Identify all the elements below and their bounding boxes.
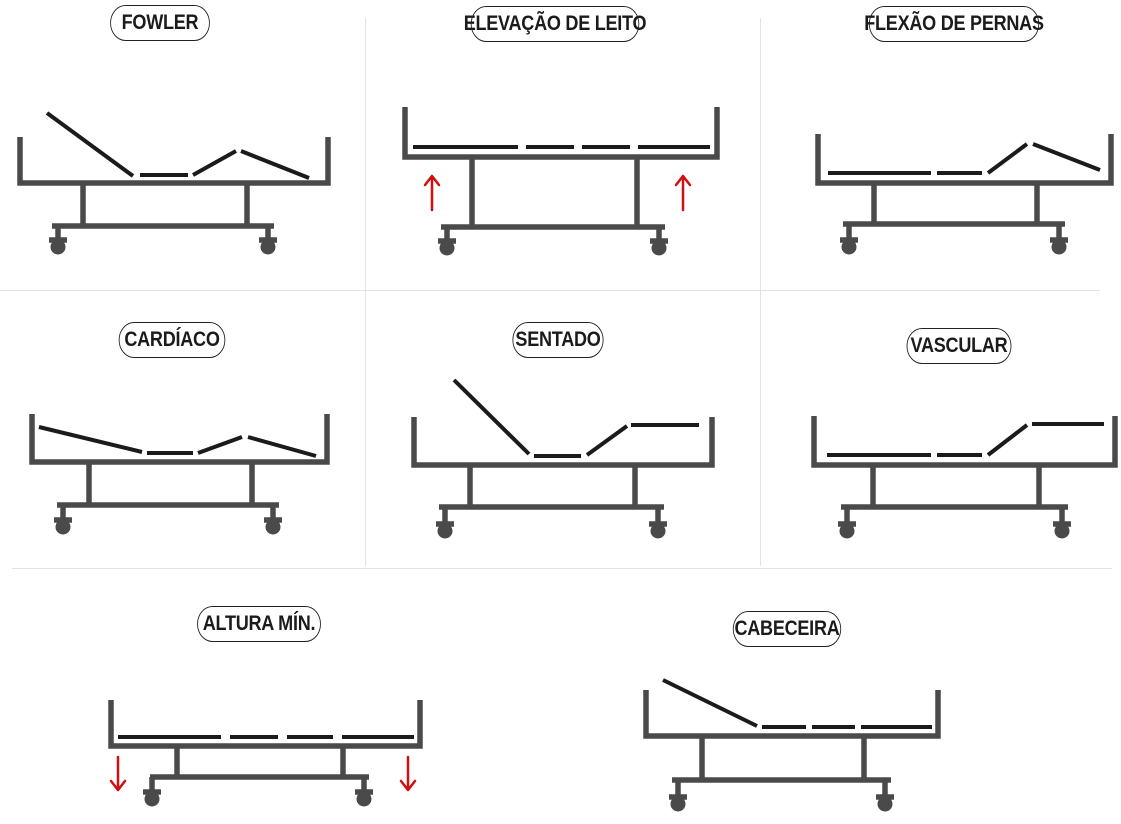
label-elevacao-de-leito: ELEVAÇÃO DE LEITO — [464, 6, 647, 42]
bed-frame — [411, 417, 715, 468]
mattress-segment — [240, 149, 310, 180]
wheel — [839, 523, 855, 539]
mattress-segment — [986, 142, 1029, 175]
bed-elevacao-de-leito — [402, 107, 720, 256]
label-vascular: VASCULAR — [906, 328, 1012, 364]
mattress-segment — [1032, 142, 1101, 172]
bed-fowler — [17, 111, 331, 255]
arrow-down-icon — [109, 755, 127, 792]
wheel — [356, 791, 372, 807]
mattress-segment — [247, 435, 317, 458]
mattress-segment — [192, 149, 237, 177]
label-sentado: SENTADO — [512, 322, 604, 358]
bed-frame — [402, 107, 720, 160]
wheel — [877, 796, 893, 812]
wheel — [439, 240, 455, 256]
label-altura-min: ALTURA MÍN. — [197, 606, 321, 642]
bed-frame — [811, 416, 1118, 468]
wheel — [841, 239, 857, 255]
bed-frame — [29, 414, 330, 465]
wheel — [260, 239, 276, 255]
wheel — [265, 519, 281, 535]
bed-frame — [643, 690, 941, 739]
label-cardiaco: CARDÍACO — [118, 322, 226, 358]
bed-frame — [108, 700, 423, 749]
label-cabeceira: CABECEIRA — [732, 611, 842, 647]
wheel — [670, 796, 686, 812]
wheel — [144, 791, 160, 807]
mattress-segment — [452, 378, 531, 456]
mattress-segment — [585, 424, 629, 457]
mattress-segment — [986, 423, 1029, 457]
bed-altura-min — [108, 700, 423, 807]
bed-cabeceira — [643, 678, 941, 812]
bed-flexao-de-pernas — [815, 134, 1114, 255]
bed-cardiaco — [29, 414, 330, 535]
bed-frame — [17, 137, 331, 186]
bed-vascular — [811, 416, 1118, 539]
wheel — [55, 519, 71, 535]
divider-horizontal-1 — [0, 290, 1100, 291]
label-flexao-de-pernas: FLEXÃO DE PERNAS — [864, 6, 1044, 42]
label-fowler: FOWLER — [110, 5, 210, 41]
arrow-up-icon — [674, 174, 692, 212]
divider-vertical-right-top — [760, 18, 761, 566]
divider-horizontal-2 — [12, 568, 1112, 569]
wheel — [50, 239, 66, 255]
arrow-up-icon — [423, 174, 441, 212]
arrow-down-icon — [399, 755, 417, 792]
wheel — [437, 523, 453, 539]
mattress-segment — [197, 435, 243, 455]
divider-vertical-left-top — [365, 18, 366, 566]
wheel — [1051, 239, 1067, 255]
mattress-segment — [662, 678, 758, 728]
bed-frame — [815, 134, 1114, 186]
wheel — [650, 523, 666, 539]
mattress-segment — [38, 425, 143, 454]
bed-sentado — [411, 378, 715, 539]
wheel — [651, 240, 667, 256]
mattress-segment — [45, 111, 135, 178]
wheel — [1054, 523, 1070, 539]
